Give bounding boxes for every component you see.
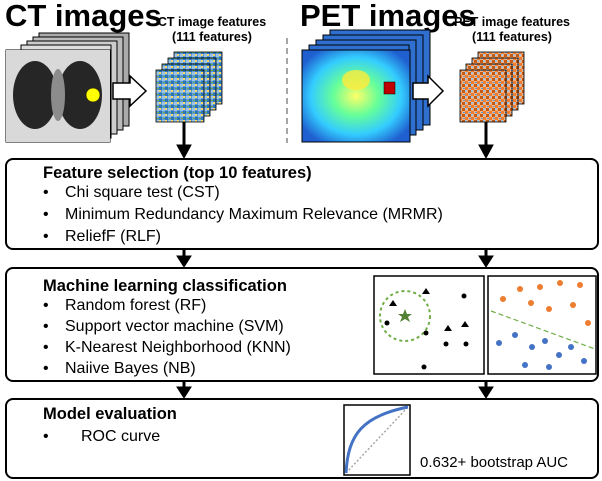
bullet: •: [43, 297, 49, 314]
ct-features-title: CT image features (111 features): [152, 15, 272, 45]
feature-selection-item: • Minimum Redundancy Maximum Relevance (M…: [43, 206, 443, 224]
flow-arrows: [176, 122, 494, 399]
item-label: Minimum Redundancy Maximum Relevance (MR…: [65, 206, 443, 223]
feature-selection-item: • Chi square test (CST): [43, 184, 220, 202]
roc-curve-plot: [343, 404, 411, 476]
feature-selection-title: Feature selection (top 10 features): [43, 164, 312, 182]
item-label: Chi square test (CST): [65, 184, 220, 201]
bullet: •: [43, 339, 49, 356]
bullet: •: [43, 184, 49, 201]
bullet: •: [43, 228, 49, 245]
ct-features-count: (111 features): [172, 30, 252, 44]
classification-item: • Naiive Bayes (NB): [43, 360, 196, 378]
ct-feature-cubes: [155, 51, 223, 123]
bullet: •: [43, 360, 49, 377]
evaluation-item: • ROC curve: [43, 428, 160, 446]
feature-selection-box: Feature selection (top 10 features) • Chi…: [5, 158, 599, 250]
classification-item: • K-Nearest Neighborhood (KNN): [43, 339, 291, 357]
ct-features-label: CT image features: [157, 15, 267, 29]
evaluation-title: Model evaluation: [43, 405, 177, 423]
ct-images-title: CT images: [5, 0, 162, 33]
pet-features-title: PET image features (111 features): [447, 15, 577, 45]
classification-box: Machine learning classification • Random …: [5, 267, 599, 382]
ct-arrow: [112, 74, 148, 108]
bullet: •: [43, 318, 49, 335]
knn-plot: [373, 275, 485, 375]
pet-features-label: PET image features: [453, 15, 570, 29]
pet-images-title: PET images: [300, 0, 476, 33]
item-label: ROC curve: [81, 428, 161, 445]
item-label: Naiive Bayes (NB): [65, 360, 196, 377]
pet-image-stack: [301, 29, 431, 143]
item-label: Support vector machine (SVM): [65, 318, 284, 335]
pet-feature-cubes: [459, 51, 525, 123]
pet-arrow: [412, 74, 445, 108]
bullet: •: [43, 206, 49, 223]
classification-item: • Random forest (RF): [43, 297, 206, 315]
item-label: Random forest (RF): [65, 297, 207, 314]
classification-item: • Support vector machine (SVM): [43, 318, 284, 336]
ct-image-stack: [5, 32, 130, 143]
bootstrap-auc-label: 0.632+ bootstrap AUC: [420, 454, 569, 471]
item-label: K-Nearest Neighborhood (KNN): [65, 339, 291, 356]
svm-plot: [487, 275, 597, 375]
item-label: ReliefF (RLF): [65, 228, 162, 245]
bullet: •: [43, 428, 49, 445]
feature-selection-item: • ReliefF (RLF): [43, 228, 161, 246]
classification-title: Machine learning classification: [43, 277, 287, 295]
pet-features-count: (111 features): [472, 30, 552, 44]
evaluation-box: Model evaluation • ROC curve 0.632+ boots…: [5, 398, 599, 479]
